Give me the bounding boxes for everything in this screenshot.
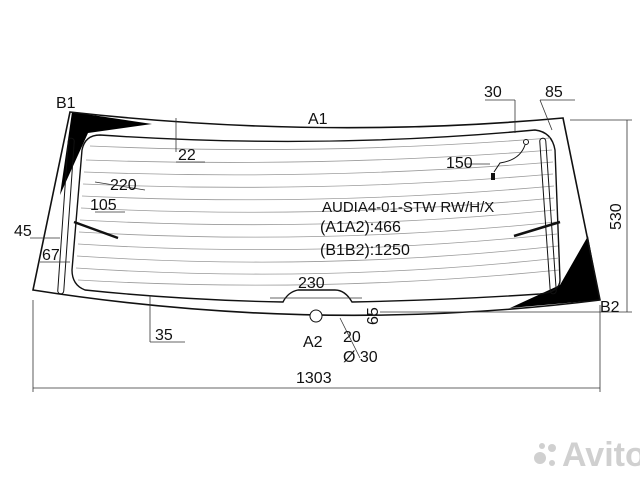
dim-diameter-30: Ø 30 [343, 349, 378, 366]
avito-logo-icon [534, 443, 556, 466]
b1b2-value: (B1B2):1250 [320, 242, 410, 259]
label-b2: B2 [600, 299, 620, 316]
avito-watermark: Avito [562, 436, 640, 474]
heating-grid [75, 137, 560, 286]
dim-30: 30 [484, 84, 502, 101]
dim-105: 105 [90, 197, 117, 214]
label-b1: B1 [56, 95, 76, 112]
lead-left [73, 220, 119, 240]
dim-35: 35 [155, 327, 173, 344]
dim-65: 65 [365, 307, 382, 325]
sensor-wire [493, 144, 526, 173]
dim-85: 85 [545, 84, 563, 101]
part-code: AUDIA4-01-STW RW/H/X [322, 199, 494, 216]
lead-right [513, 220, 561, 238]
connector [491, 173, 495, 180]
dim-230: 230 [298, 275, 325, 292]
dim-20: 20 [343, 329, 361, 346]
heated-area-outline [71, 129, 561, 303]
dim-22: 22 [178, 147, 196, 164]
busbar-right [539, 137, 557, 295]
dim-150: 150 [446, 155, 473, 172]
dimension-lines [30, 99, 632, 392]
hole-icon [309, 309, 323, 323]
dim-45: 45 [14, 223, 32, 240]
dim-67: 67 [42, 247, 60, 264]
black-corner-top-left [60, 112, 152, 195]
a1a2-value: (A1A2):466 [320, 219, 401, 236]
black-corner-bottom-right [510, 236, 600, 308]
glass-outline [32, 111, 601, 317]
dim-220: 220 [110, 177, 137, 194]
sensor-point [523, 139, 529, 145]
dim-530: 530 [608, 203, 625, 230]
label-a2: A2 [303, 334, 323, 351]
dim-1303: 1303 [296, 370, 332, 387]
label-a1: A1 [308, 111, 328, 128]
busbar-left [57, 137, 75, 295]
